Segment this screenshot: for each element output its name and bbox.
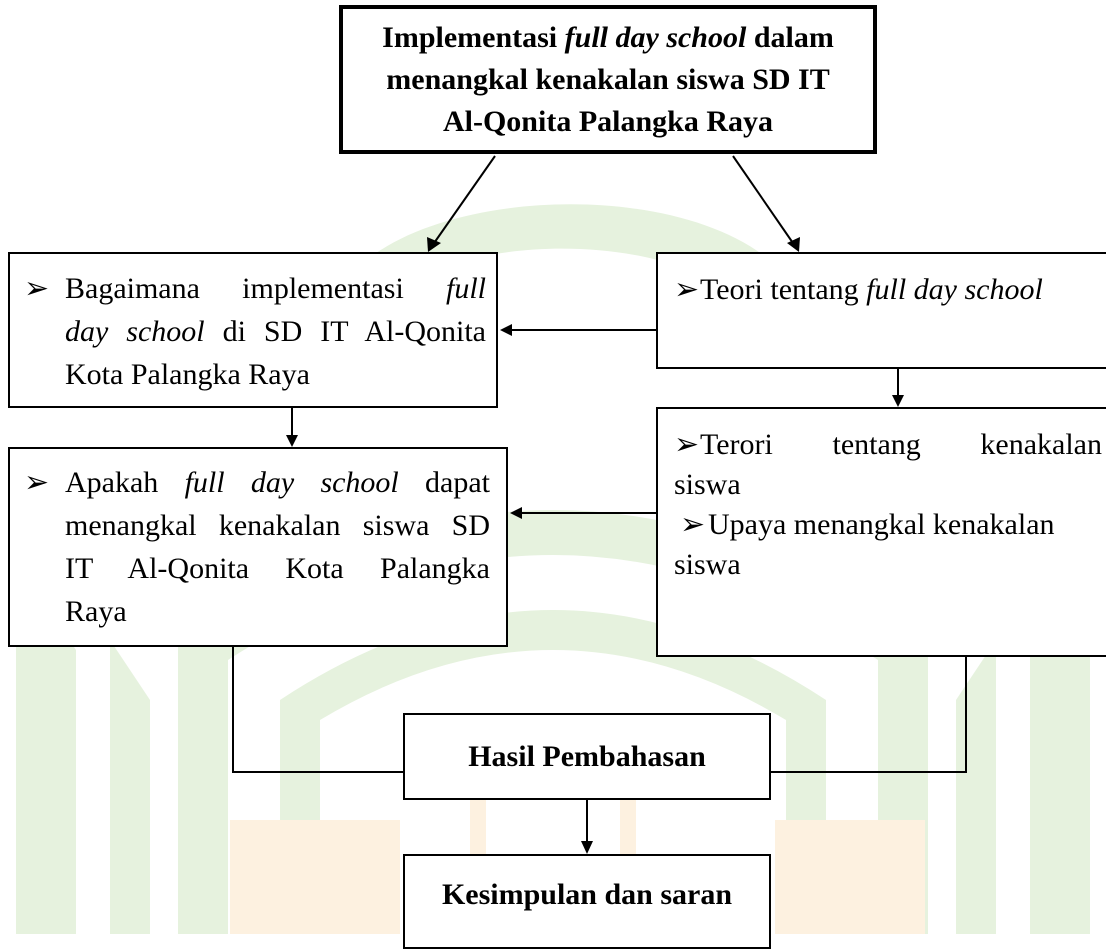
question-2-box: ➢ Apakah full day school dapat menangkal… bbox=[8, 447, 508, 647]
t2-item1-line1: Terori tentang kenakalan bbox=[700, 428, 1102, 461]
theory-2-item: ➢ Upaya menangkal kenakalan siswa bbox=[658, 505, 1106, 585]
arrow-bullet-icon: ➢ bbox=[674, 428, 700, 461]
title-line1-pre: Implementasi bbox=[382, 20, 565, 54]
q2-line1-italic: full day school bbox=[184, 466, 399, 499]
title-line1-italic: full day school bbox=[564, 20, 747, 54]
q1-line1-pre: Bagaimana implementasi bbox=[65, 272, 446, 305]
q2-line1-post: dapat bbox=[398, 466, 491, 499]
watermark-pillar-left bbox=[16, 560, 76, 934]
q1-line2-post: di SD IT Al-Qonita bbox=[204, 315, 486, 348]
theory-1-box: ➢ Teori tentang full day school bbox=[656, 252, 1106, 369]
t2-item2-line2: siswa bbox=[674, 548, 741, 581]
title-line1-post: dalam bbox=[746, 20, 834, 54]
arrow-bullet-icon: ➢ bbox=[674, 273, 700, 306]
t1-italic: full day school bbox=[866, 273, 1043, 306]
watermark-pillar-left-2 bbox=[110, 640, 150, 934]
q1-line2-italic: day school bbox=[65, 315, 205, 348]
watermark-pillar-right-2 bbox=[956, 640, 996, 934]
title-line3: Al-Qonita Palangka Raya bbox=[442, 104, 774, 138]
question-1-box: ➢ Bagaimana implementasi full day school… bbox=[8, 252, 498, 408]
t1-pre: Teori tentang bbox=[700, 273, 867, 306]
q2-line3: IT Al-Qonita Kota Palangka bbox=[65, 552, 490, 585]
conclusion-box: Kesimpulan dan saran bbox=[403, 854, 771, 949]
conclusion-label: Kesimpulan dan saran bbox=[441, 878, 733, 911]
t2-item2-line1: Upaya menangkal kenakalan bbox=[708, 508, 1055, 541]
q2-line1-pre: Apakah bbox=[65, 466, 185, 499]
arrow-bullet-icon: ➢ bbox=[680, 508, 706, 541]
theory-2-item: ➢ Terori tentang kenakalan siswa bbox=[658, 425, 1106, 505]
q2-line2: menangkal kenakalan siswa SD bbox=[65, 509, 490, 542]
arrow-bullet-icon: ➢ bbox=[24, 272, 50, 305]
theory-2-box: ➢ Terori tentang kenakalan siswa ➢ Upaya… bbox=[656, 407, 1106, 657]
result-box: Hasil Pembahasan bbox=[403, 713, 771, 800]
title-box: Implementasi full day school dalam menan… bbox=[339, 5, 877, 154]
watermark-base-right bbox=[775, 820, 925, 934]
result-label: Hasil Pembahasan bbox=[468, 739, 706, 773]
q2-line4: Raya bbox=[65, 595, 127, 628]
t2-item1-line2: siswa bbox=[674, 468, 741, 501]
title-line2: menangkal kenakalan siswa SD IT bbox=[386, 62, 830, 96]
q1-line1-italic: full bbox=[445, 272, 486, 305]
q1-line3: Kota Palangka Raya bbox=[65, 358, 310, 391]
watermark-base-left bbox=[230, 820, 400, 934]
arrow-bullet-icon: ➢ bbox=[24, 466, 50, 499]
